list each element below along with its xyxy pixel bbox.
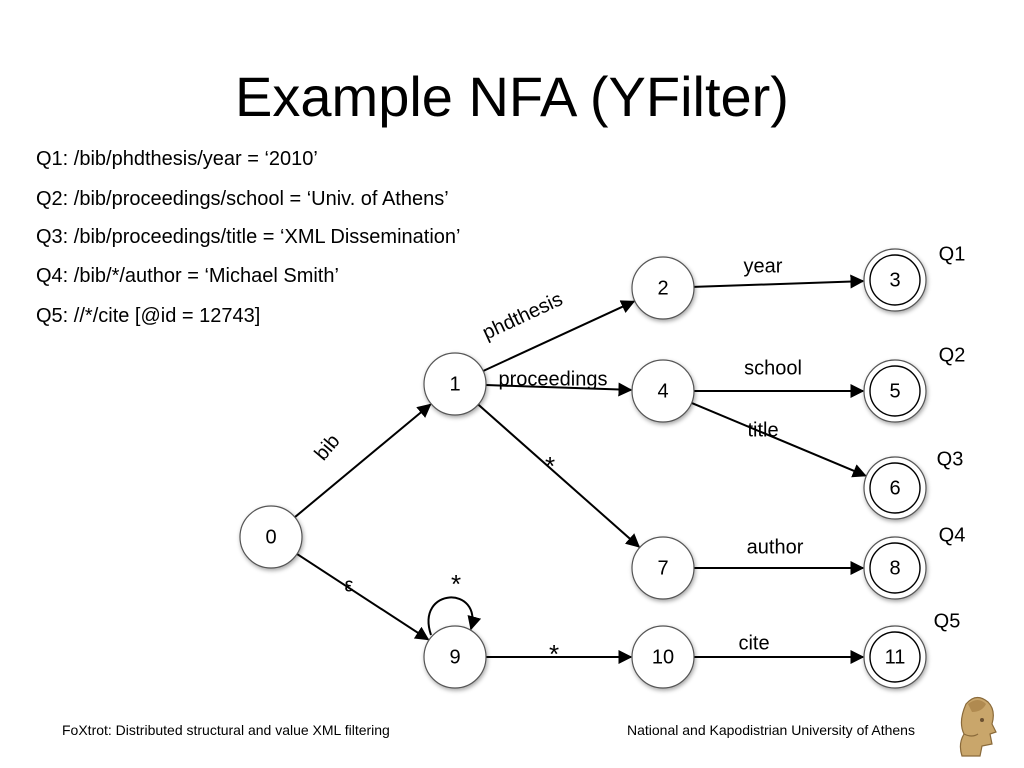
state-label: 8 <box>889 557 900 579</box>
transition-label-9-9: * <box>451 569 461 599</box>
state-label: 10 <box>652 646 674 668</box>
slide-title: Example NFA (YFilter) <box>235 65 789 128</box>
footer-left: FoXtrot: Distributed structural and valu… <box>62 722 390 738</box>
query-q1: Q1: /bib/phdthesis/year = ‘2010’ <box>36 148 318 170</box>
accepting-ring <box>869 254 921 306</box>
state-label: 1 <box>449 373 460 395</box>
nfa-state-1: 1 <box>423 352 487 416</box>
nfa-state-4: 4 <box>631 359 695 423</box>
nfa-state-5: 5 <box>863 359 927 423</box>
accepting-query-label: Q1 <box>939 243 966 265</box>
state-circle <box>631 359 695 423</box>
state-label: 5 <box>889 380 900 402</box>
state-label: 7 <box>657 557 668 579</box>
nfa-state-6: 6 <box>863 456 927 520</box>
state-circle <box>863 456 927 520</box>
state-circle <box>631 536 695 600</box>
query-q3: Q3: /bib/proceedings/title = ‘XML Dissem… <box>36 226 461 248</box>
transition-label-4-5: school <box>744 357 802 379</box>
transition-label-0-1: bib <box>310 430 344 465</box>
accepting-query-label: Q3 <box>937 448 964 470</box>
accepting-query-label: Q5 <box>934 610 961 632</box>
transition-arrow-0-9 <box>296 553 430 641</box>
transition-arrow-1-2 <box>482 300 636 372</box>
transition-label-4-6: title <box>747 419 778 441</box>
state-circle <box>863 359 927 423</box>
transition-label-2-3: year <box>744 255 783 277</box>
transition-arrow-1-7 <box>477 403 641 548</box>
nfa-state-9: 9 <box>423 625 487 689</box>
state-label: 11 <box>885 646 906 668</box>
state-label: 3 <box>889 269 900 291</box>
state-circle <box>423 625 487 689</box>
transition-label-1-2: phdthesis <box>479 288 566 344</box>
transition-arrow-0-1 <box>294 403 432 518</box>
transition-label-1-4: proceedings <box>499 368 608 390</box>
nfa-state-8: 8 <box>863 536 927 600</box>
nfa-state-7: 7 <box>631 536 695 600</box>
nfa-state-0: 0 <box>239 505 303 569</box>
transition-arrow-2-3 <box>693 274 865 289</box>
transition-arrow-1-4 <box>485 382 633 397</box>
state-label: 9 <box>449 646 460 668</box>
state-label: 2 <box>657 277 668 299</box>
query-q5: Q5: //*/cite [@id = 12743] <box>36 305 261 327</box>
state-label: 4 <box>657 380 668 402</box>
nfa-state-10: 10 <box>631 625 695 689</box>
transition-label-0-9: ε <box>345 574 354 596</box>
transition-label-9-10: * <box>549 639 559 669</box>
state-circle <box>863 625 927 689</box>
accepting-ring <box>869 365 921 417</box>
transition-label-10-11: cite <box>738 632 769 654</box>
nfa-state-3: 3 <box>863 248 927 312</box>
accepting-ring <box>869 542 921 594</box>
accepting-query-label: Q4 <box>939 524 966 546</box>
state-circle <box>423 352 487 416</box>
state-circle <box>863 248 927 312</box>
state-circle <box>631 256 695 320</box>
nfa-state-2: 2 <box>631 256 695 320</box>
self-loop-9 <box>427 596 482 636</box>
state-circle <box>239 505 303 569</box>
query-q2: Q2: /bib/proceedings/school = ‘Univ. of … <box>36 188 449 210</box>
transition-arrow-4-6 <box>691 402 867 478</box>
state-circle <box>631 625 695 689</box>
query-q4: Q4: /bib/*/author = ‘Michael Smith’ <box>36 265 339 287</box>
state-label: 0 <box>265 526 276 548</box>
state-label: 6 <box>889 477 900 499</box>
accepting-ring <box>869 462 921 514</box>
nfa-state-11: 11 <box>863 625 927 689</box>
transition-label-7-8: author <box>747 536 804 558</box>
transition-label-1-7: * <box>545 451 555 481</box>
state-circle <box>863 536 927 600</box>
university-logo-icon <box>959 696 997 757</box>
footer-right: National and Kapodistrian University of … <box>627 722 915 738</box>
accepting-ring <box>869 631 921 683</box>
accepting-query-label: Q2 <box>939 344 966 366</box>
